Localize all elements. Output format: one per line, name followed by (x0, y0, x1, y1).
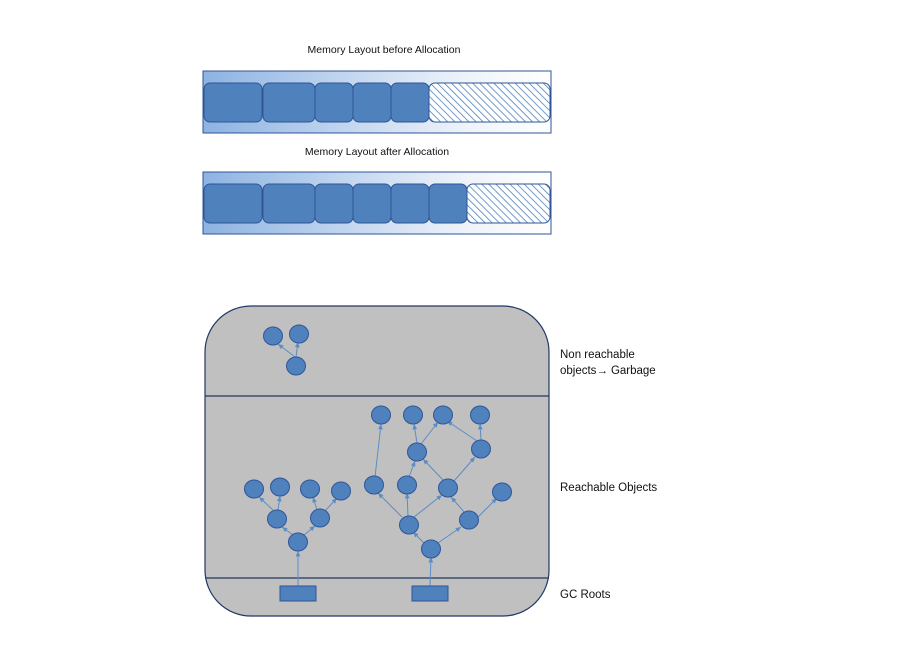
object-node (288, 532, 308, 552)
memory-block-allocated (390, 82, 430, 123)
reference-arrow (413, 494, 443, 518)
object-node (267, 509, 287, 529)
garbage-region-label-2: objects→Garbage (560, 365, 656, 377)
reference-arrow (437, 526, 462, 544)
object-node (399, 515, 419, 535)
object-node (403, 405, 423, 425)
reference-arrow (428, 556, 434, 587)
reference-arrow (412, 531, 425, 544)
reference-arrow (294, 341, 300, 358)
object-node-garbage (263, 326, 283, 346)
reference-arrow (404, 492, 410, 517)
reference-arrow (324, 497, 338, 512)
reference-arrow (422, 458, 444, 481)
reference-arrow (377, 492, 403, 518)
reachable-objects-right (364, 405, 512, 559)
reference-arrow (450, 496, 466, 514)
reference-edges (258, 341, 498, 587)
memory-layout-after (202, 171, 552, 235)
memory-free-space (428, 82, 551, 123)
object-node (331, 481, 351, 501)
object-node (310, 508, 330, 528)
object-node (397, 475, 417, 495)
memory-block-allocated (352, 82, 392, 123)
garbage-label-objects: objects (560, 365, 597, 377)
object-node (300, 479, 320, 499)
object-node-garbage (286, 356, 306, 376)
object-node (364, 475, 384, 495)
memory-block-allocated (262, 183, 316, 224)
reference-arrow (408, 460, 416, 478)
garbage-objects (263, 324, 309, 376)
reference-arrow (281, 526, 294, 536)
memory-block-new (428, 183, 468, 224)
reference-arrow (374, 423, 383, 478)
reference-arrow (420, 421, 439, 445)
object-node-garbage (289, 324, 309, 344)
reference-arrow (412, 423, 418, 444)
garbage-region-label: Non reachable (560, 349, 635, 361)
garbage-label-word: Garbage (611, 365, 656, 377)
memory-block-allocated (262, 82, 316, 123)
object-node (471, 439, 491, 459)
object-node (421, 539, 441, 559)
reference-arrow (446, 420, 478, 442)
reference-arrow (312, 496, 318, 511)
gc-roots-label: GC Roots (560, 589, 611, 601)
memory-free-space (466, 183, 551, 224)
reference-arrow (453, 456, 476, 482)
reference-arrow (258, 496, 274, 511)
object-node (470, 405, 490, 425)
gc-root (411, 585, 449, 602)
reachable-region-label: Reachable Objects (560, 482, 657, 494)
object-node (433, 405, 453, 425)
reference-arrow (276, 495, 282, 511)
memory-block-allocated (203, 183, 263, 224)
gc-roots (279, 585, 449, 602)
memory-block-allocated (203, 82, 263, 123)
reference-arrow (303, 525, 316, 536)
gc-root (279, 585, 317, 602)
object-node (244, 479, 264, 499)
object-node (492, 482, 512, 502)
memory-before-title: Memory Layout before Allocation (308, 44, 461, 56)
memory-block-allocated (314, 82, 354, 123)
memory-after-title: Memory Layout after Allocation (305, 146, 449, 158)
object-node (371, 405, 391, 425)
reference-arrow (476, 497, 498, 519)
garbage-arrow-glyph: → (596, 365, 608, 377)
object-node (438, 478, 458, 498)
object-node (270, 477, 290, 497)
object-node (407, 442, 427, 462)
reference-arrow (277, 343, 296, 358)
object-node (459, 510, 479, 530)
reference-arrow (477, 423, 483, 441)
memory-block-allocated (314, 183, 354, 224)
reachable-objects-left (244, 477, 351, 552)
memory-layout-before (202, 70, 552, 134)
memory-block-allocated (390, 183, 430, 224)
heap (204, 305, 550, 617)
memory-block-allocated (352, 183, 392, 224)
